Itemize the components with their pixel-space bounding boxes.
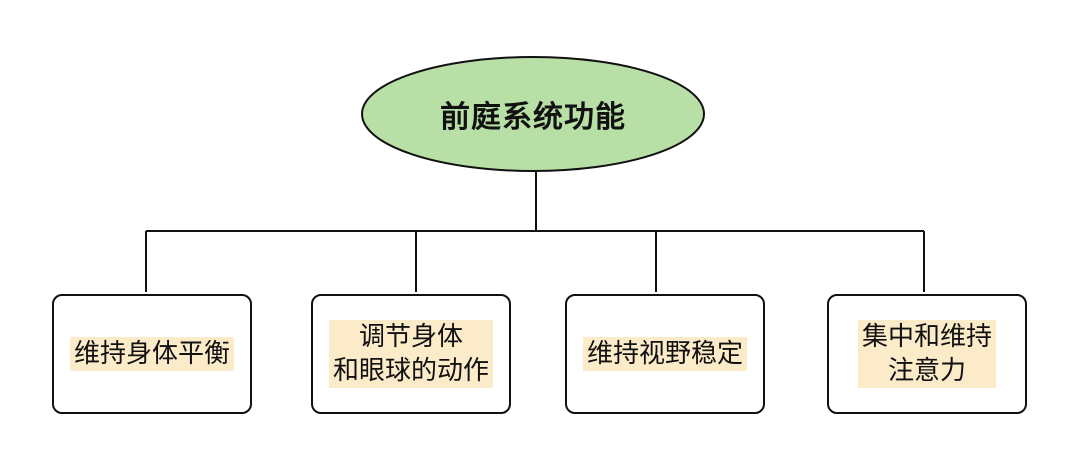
child-node-2-text: 调节身体 和眼球的动作 bbox=[328, 320, 493, 388]
child-node-2-line-2: 和眼球的动作 bbox=[332, 356, 489, 386]
child-node-1-text: 维持身体平衡 bbox=[69, 337, 234, 371]
child-node-4-text: 集中和维持 注意力 bbox=[857, 320, 996, 388]
child-node-1: 维持身体平衡 bbox=[52, 294, 252, 414]
child-node-3-text: 维持视野稳定 bbox=[582, 337, 747, 371]
child-node-4-line-2: 注意力 bbox=[887, 356, 966, 386]
root-node-ellipse bbox=[361, 56, 705, 172]
child-node-1-line-1: 维持身体平衡 bbox=[73, 339, 230, 369]
child-node-2: 调节身体 和眼球的动作 bbox=[311, 294, 511, 414]
child-node-3-line-1: 维持视野稳定 bbox=[586, 339, 743, 369]
root-node-label: 前庭系统功能 bbox=[440, 100, 626, 135]
child-node-2-line-1: 调节身体 bbox=[358, 322, 463, 352]
child-node-3: 维持视野稳定 bbox=[565, 294, 765, 414]
child-node-4-line-1: 集中和维持 bbox=[861, 322, 992, 352]
child-node-4: 集中和维持 注意力 bbox=[827, 294, 1027, 414]
